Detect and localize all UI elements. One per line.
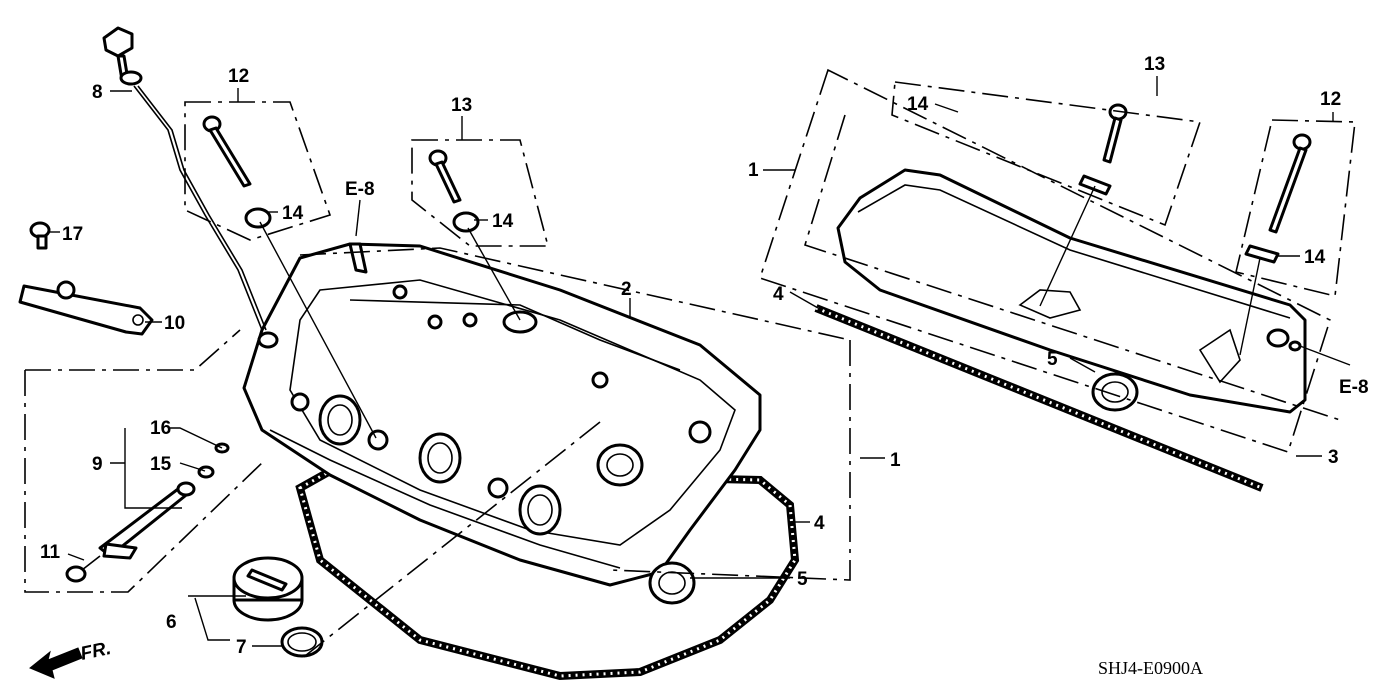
- bolt-assembly-13-right: [1078, 103, 1128, 196]
- callout-3: 3: [1328, 447, 1339, 468]
- callout-13-left: 13: [451, 95, 472, 116]
- callout-12-left: 12: [228, 66, 249, 87]
- callout-4-right: 4: [773, 284, 784, 305]
- callout-e8-right: E-8: [1339, 377, 1369, 398]
- callout-5-left: 5: [797, 569, 808, 590]
- bolt-assembly-12-right: [1244, 133, 1312, 264]
- bolt-assembly-12-left: [202, 115, 272, 229]
- grommet-right: [1091, 372, 1139, 412]
- bolt-11: [65, 555, 101, 583]
- callout-1-right: 1: [748, 160, 759, 181]
- grommet-left: [648, 561, 696, 605]
- callout-16: 16: [150, 418, 171, 439]
- oil-filler-cap: [232, 556, 304, 622]
- callout-17: 17: [62, 224, 83, 245]
- callout-8: 8: [92, 82, 103, 103]
- callout-7: 7: [236, 637, 247, 658]
- callout-15: 15: [150, 454, 172, 475]
- group-box-1-left: [609, 340, 851, 581]
- group-box-1-right: [758, 68, 1331, 454]
- callout-12-right: 12: [1320, 89, 1341, 110]
- dipstick-pipe: [98, 481, 196, 560]
- group-box-13-left: [411, 139, 550, 247]
- head-cover-gasket-right: [814, 304, 1264, 492]
- cylinder-head-cover-left: [242, 242, 762, 587]
- leader-lines: [48, 76, 1351, 647]
- bolt-17: [29, 221, 51, 250]
- group-box-13-right: [891, 81, 1202, 227]
- group-box-12-right: [1235, 119, 1356, 297]
- dipstick-bracket: [18, 280, 154, 336]
- callout-1-left: 1: [890, 450, 901, 471]
- callout-10: 10: [164, 313, 185, 334]
- front-direction-arrow: FR.: [29, 638, 113, 679]
- bolt-assembly-13-left: [428, 149, 480, 233]
- callout-14-right-b: 14: [1304, 247, 1326, 268]
- group-box-outline-left: [299, 247, 851, 661]
- dipstick: [102, 26, 279, 349]
- callout-2: 2: [621, 279, 632, 300]
- o-ring-7: [280, 626, 324, 658]
- o-ring-15: [197, 465, 215, 479]
- front-label: FR.: [79, 638, 113, 665]
- callout-5-right: 5: [1047, 349, 1058, 370]
- callout-6: 6: [166, 612, 177, 633]
- group-box-9: [24, 329, 266, 593]
- callout-9: 9: [92, 454, 103, 475]
- callout-e8-left: E-8: [345, 179, 375, 200]
- callout-14-right-a: 14: [907, 94, 929, 115]
- group-box-12-left: [184, 101, 332, 241]
- cylinder-head-cover-right: [836, 168, 1307, 414]
- callout-14-left-a: 14: [282, 203, 304, 224]
- group-box-outline-right: [804, 114, 1341, 421]
- callout-4-left: 4: [814, 513, 825, 534]
- diagram-code: SHJ4-E0900A: [1098, 658, 1203, 678]
- callout-14-left-b: 14: [492, 211, 514, 232]
- callout-13-right: 13: [1144, 54, 1165, 75]
- callout-11: 11: [40, 542, 61, 563]
